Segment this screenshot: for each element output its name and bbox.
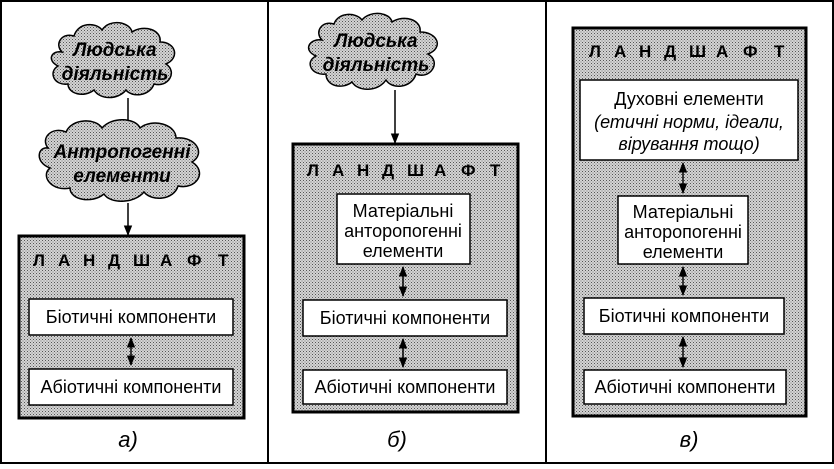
title-letter: А — [58, 251, 70, 270]
abiotic-label: Абіотичні компоненти — [315, 377, 496, 397]
cloud-line-2: елементи — [73, 166, 171, 187]
abiotic-box — [28, 368, 234, 406]
spiritual-elements-box — [579, 79, 799, 161]
cloud-anthropogenic-elements-a: Антропогенні елементи — [38, 119, 201, 202]
title-letter: Н — [357, 161, 369, 180]
panel-a: Людська діяльність Антропогенні елементи… — [17, 21, 246, 452]
title-letter: Н — [639, 42, 651, 61]
cloud-line-1: Людська — [71, 40, 157, 61]
landscape-box-c: Л А Н Д Ш А Ф Т Духовні елементи (етичні… — [571, 26, 808, 418]
title-letter: Ф — [743, 42, 758, 61]
abiotic-box — [302, 369, 508, 405]
landscape-title: Л А Н Д Ш А Ф Т — [589, 42, 785, 61]
material-line-2: антоpопогенні — [624, 222, 742, 242]
landscape-title: Л А Н Д Ш А Ф Т — [307, 161, 501, 180]
title-letter: Ш — [133, 251, 150, 270]
landscape-box-b: Л А Н Д Ш А Ф Т Матеріальні антоpопогенн… — [291, 142, 520, 414]
title-letter: А — [434, 161, 446, 180]
biotic-label: Біотичні компоненти — [599, 306, 769, 326]
biotic-box — [583, 297, 785, 335]
title-letter: Н — [83, 251, 95, 270]
title-letter: Л — [33, 251, 45, 270]
landscape-box-a: Л А Н Д Ш А Ф Т Біотичні компоненти Абіо… — [17, 234, 246, 420]
material-line-1: Матеріальні — [353, 201, 454, 221]
title-letter: Л — [589, 42, 601, 61]
title-letter: Т — [774, 42, 785, 61]
spiritual-line-3: вірування тощо) — [618, 134, 759, 154]
panel-b: Людська діяльність Л А Н Д Ш А Ф Т Матер… — [291, 12, 520, 452]
title-letter: Д — [108, 251, 120, 270]
caption-a: а) — [118, 427, 138, 452]
abiotic-label: Абіотичні компоненти — [595, 377, 776, 397]
biotic-box — [28, 298, 234, 336]
abiotic-label: Абіотичні компоненти — [41, 377, 222, 397]
caption-b: б) — [387, 427, 407, 452]
biotic-label: Біотичні компоненти — [320, 308, 490, 328]
cloud-line-2: діяльність — [323, 55, 430, 76]
title-letter: Ф — [187, 251, 202, 270]
material-line-2: антоpопогенні — [344, 221, 462, 241]
title-letter: Т — [490, 161, 501, 180]
title-letter: А — [716, 42, 728, 61]
title-letter: Ш — [407, 161, 424, 180]
landscape-title: Л А Н Д Ш А Ф Т — [33, 251, 229, 270]
biotic-box — [302, 299, 508, 337]
caption-c: в) — [680, 427, 699, 452]
title-letter: А — [614, 42, 626, 61]
title-letter: А — [160, 251, 172, 270]
material-line-1: Матеріальні — [633, 202, 734, 222]
cloud-line-1: Людська — [332, 31, 418, 52]
cloud-line-1: Антропогенні — [53, 142, 192, 163]
title-letter: Ф — [461, 161, 476, 180]
title-letter: А — [332, 161, 344, 180]
title-letter: Д — [664, 42, 676, 61]
material-line-3: елементи — [643, 242, 724, 262]
biotic-label: Біотичні компоненти — [46, 307, 216, 327]
cloud-line-2: діяльність — [62, 64, 169, 85]
abiotic-box — [583, 369, 787, 405]
material-anthropogenic-box — [336, 193, 471, 265]
title-letter: Т — [218, 251, 229, 270]
panel-c: Л А Н Д Ш А Ф Т Духовні елементи (етичні… — [571, 26, 808, 452]
material-anthropogenic-box — [617, 195, 749, 265]
title-letter: Ш — [689, 42, 706, 61]
cloud-human-activity-a: Людська діяльність — [50, 21, 176, 99]
cloud-human-activity-b: Людська діяльність — [307, 12, 438, 90]
title-letter: Д — [382, 161, 394, 180]
spiritual-line-2: (етичні норми, ідеали, — [594, 112, 784, 132]
spiritual-line-1: Духовні елементи — [614, 89, 763, 109]
material-line-3: елементи — [363, 241, 444, 261]
title-letter: Л — [307, 161, 319, 180]
